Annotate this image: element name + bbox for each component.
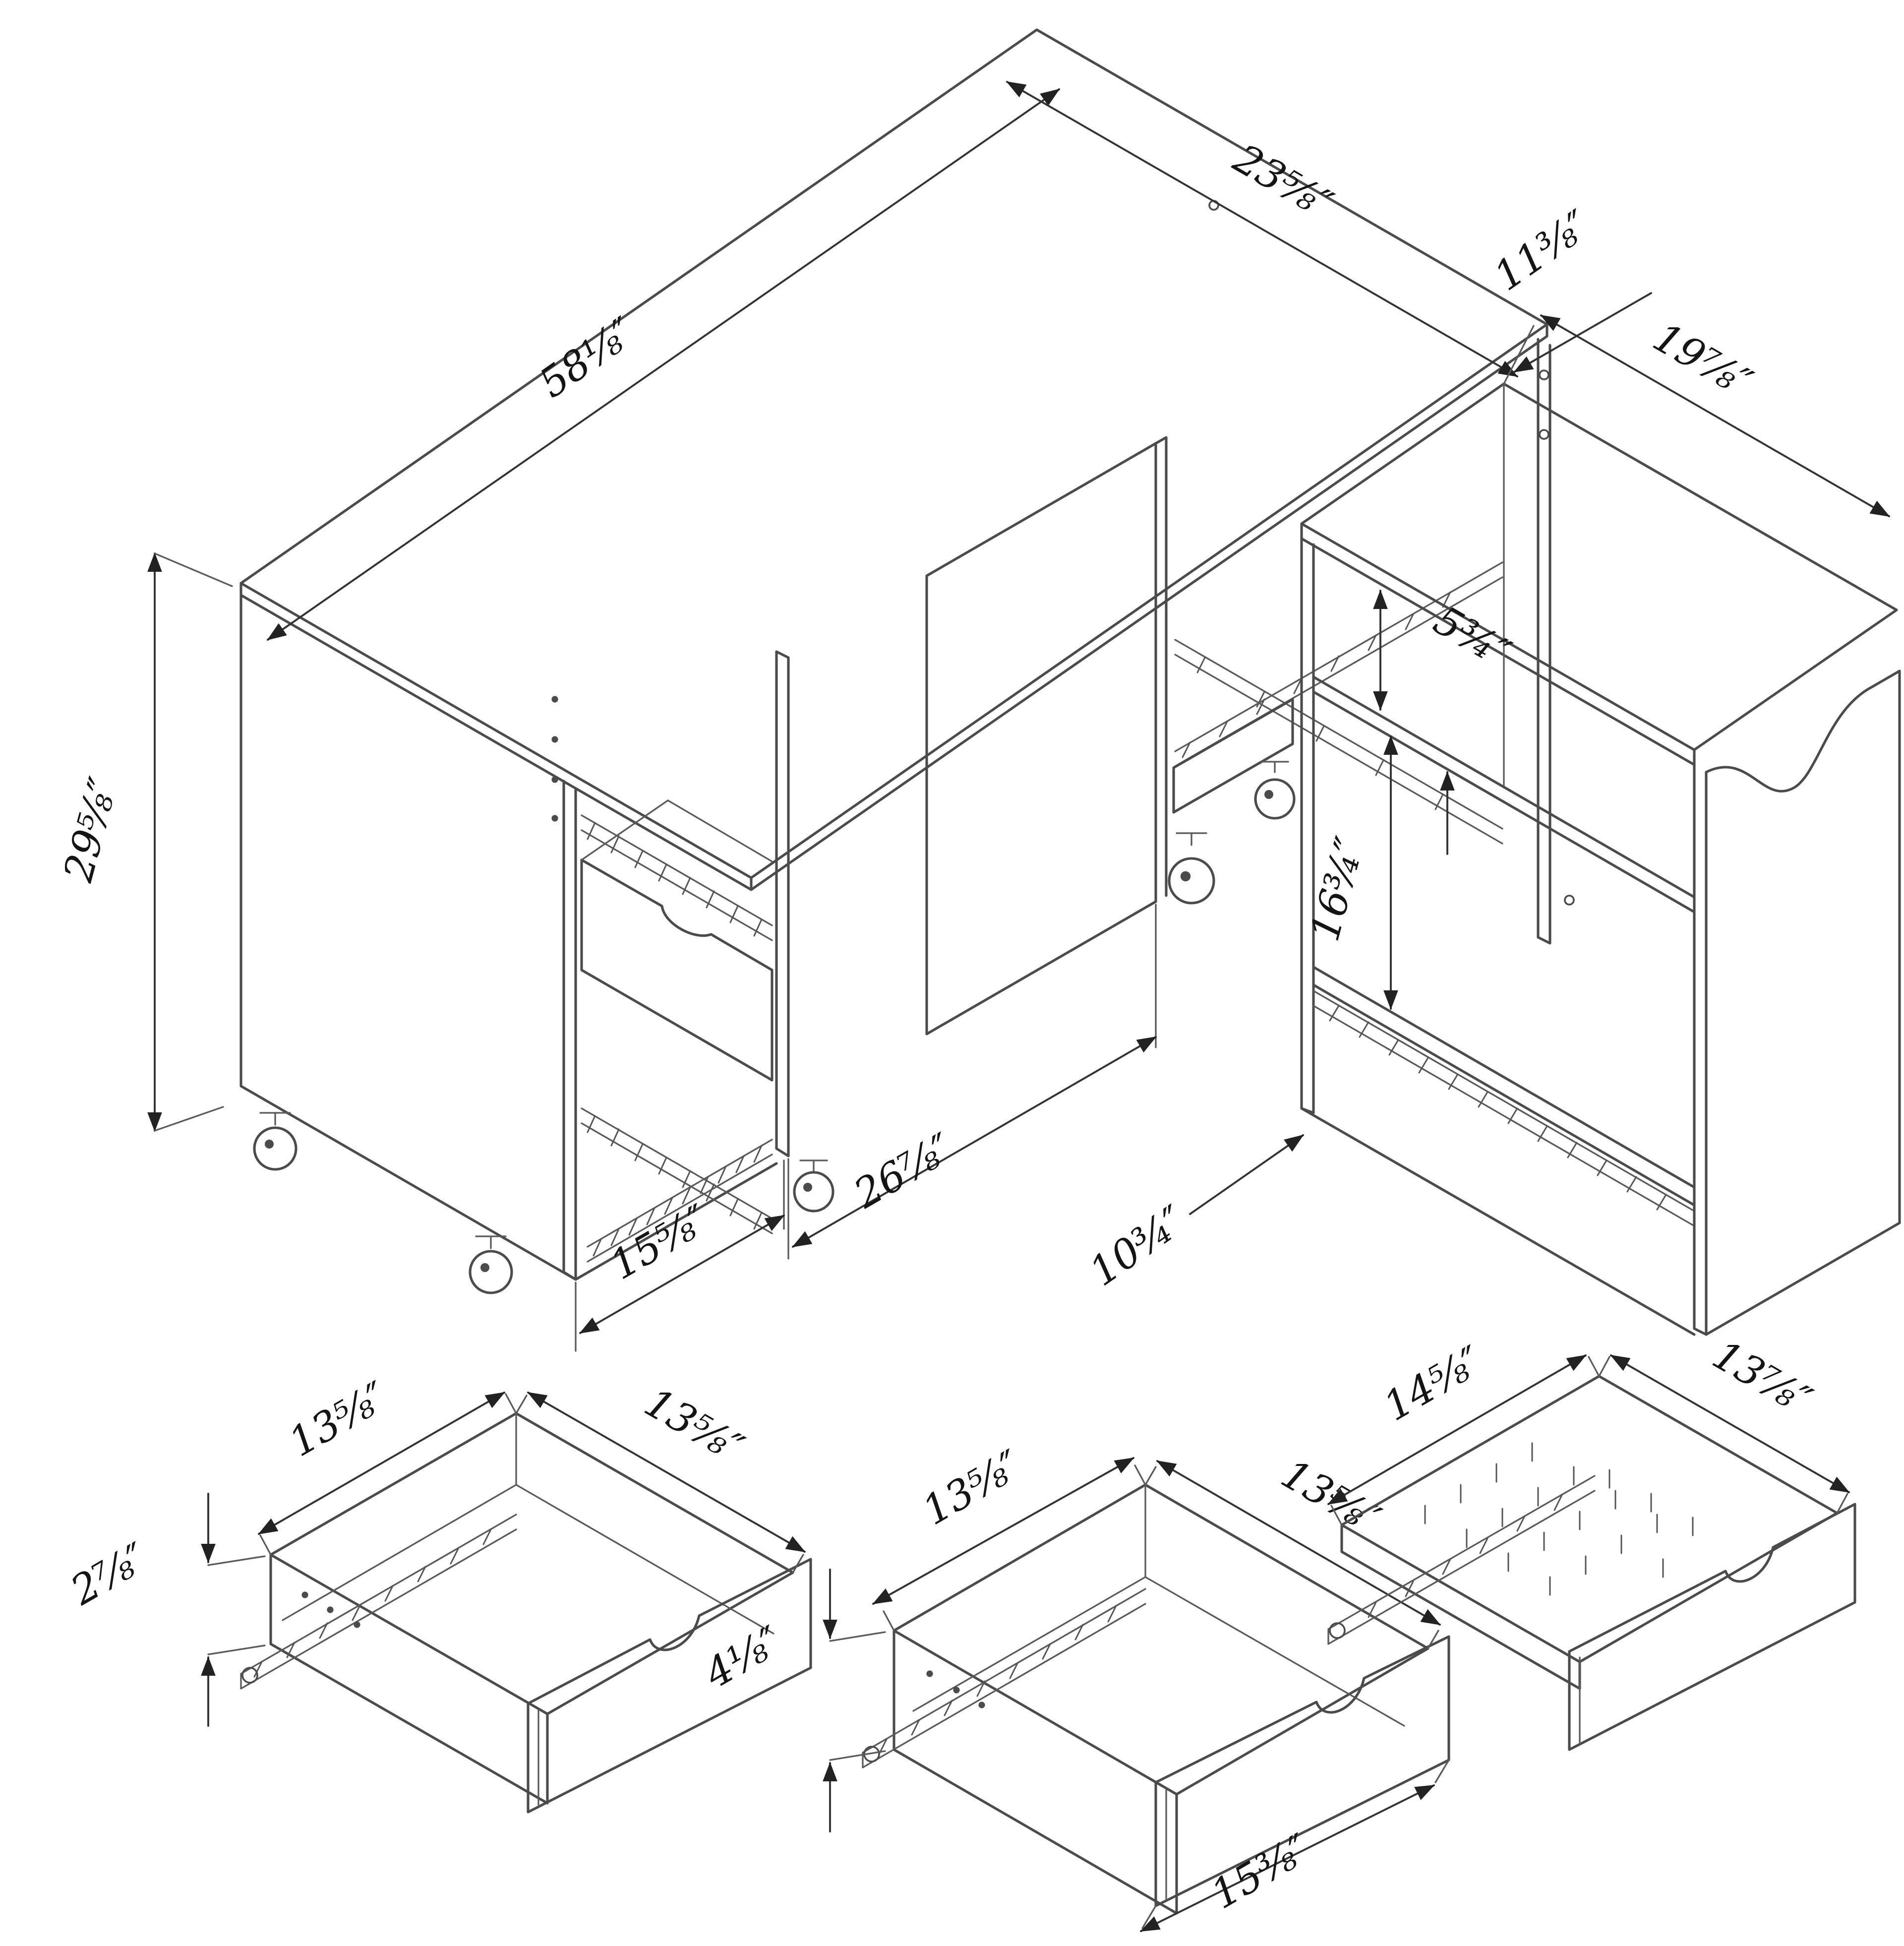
drawer-front-panel [527,1558,812,1814]
dimension-label: 14⅝″ [1376,1338,1490,1430]
caster [793,1159,834,1213]
cart-bottom-rail [1312,990,1695,1227]
dimension-pedestal-width: 15⅝″ [575,1159,785,1352]
drawer-slide-rail [581,1107,773,1234]
cam-hole [1539,429,1549,440]
dimension-label: 19⅞″ [1645,314,1759,407]
dimension-label: 23⅝″ [1225,135,1340,228]
dimension-cart-bottom-depth: 10¾″ [1081,1134,1304,1296]
dimension-cart-shelf-gap: 5¾″ [1373,590,1518,711]
dimension-desk-height: 29⅝″ [55,552,233,1132]
tray-detail: 14⅝″ 13⅞″ [1327,1332,1856,1751]
dimension-label: 13⅝″ [1273,1451,1387,1543]
dimension-cart-top-depth: 11⅜″ [1486,202,1652,373]
left-pedestal [239,594,834,1294]
desk-right-panel [1537,338,1551,945]
divider-panel [925,436,1168,1035]
dimension-label: 11⅜″ [1486,202,1599,301]
dimension-label: 15⅝″ [602,1196,716,1289]
caster [469,1235,513,1294]
dimension-drawer2-height: 4⅛″ [697,1569,886,1832]
cam-hole [1539,369,1549,380]
dimension-label: 13⅝″ [281,1373,395,1466]
dimension-desk-width: 58⅛″ [267,88,1060,641]
drawer-slide-rail [581,814,773,941]
cam-hole [1564,895,1575,906]
pullout-platform [1168,698,1296,905]
desk-top [239,28,1548,891]
dimension-label: 13⅝″ [915,1442,1029,1534]
dimension-label: 2⅞″ [63,1534,156,1615]
drawer-slide-rail [862,1588,1146,1768]
dimension-label: 58⅛″ [531,309,644,408]
dimension-label: 29⅝″ [55,773,127,887]
pedestal-drawer [580,799,774,1082]
dimension-tray-front: 13⅞″ [1598,1332,1850,1514]
tray-perforations [1424,1442,1694,1596]
caster [1168,832,1215,905]
dimension-drawer1-front: 13⅝″ [515,1379,806,1574]
dimension-label: 13⅝″ [637,1379,751,1472]
dimension-desk-depth: 23⅝″ [1006,81,1518,377]
dimension-drawer2-side: 13⅝″ [872,1442,1146,1632]
cart-right-panel [1693,669,1901,1336]
dimension-drawer2-width: 15⅜″ [1140,1759,1450,1932]
dimension-label: 10¾″ [1081,1197,1194,1296]
drawer-detail-1: 13⅝″ 13⅝″ 2⅞″ [63,1373,812,1814]
drawer-slide-rail [240,1514,517,1690]
dimension-knee-space: 26⅞″ [787,904,1157,1260]
dimension-label: 13⅞″ [1705,1332,1819,1424]
tray-front-panel [1568,1503,1856,1751]
caster [253,1112,298,1171]
dimension-cart-open-height: 16¾″ [1302,735,1455,1010]
dimension-label: 15⅜″ [1203,1825,1317,1918]
desk [239,28,1551,1294]
dimension-drawer2-front: 13⅝″ [1144,1451,1441,1649]
dimension-drawer1-height: 2⅞″ [63,1493,266,1727]
caster [1254,761,1296,820]
dimension-drawer1-side: 13⅝″ [258,1373,517,1556]
dimension-label: 26⅞″ [846,1125,960,1218]
